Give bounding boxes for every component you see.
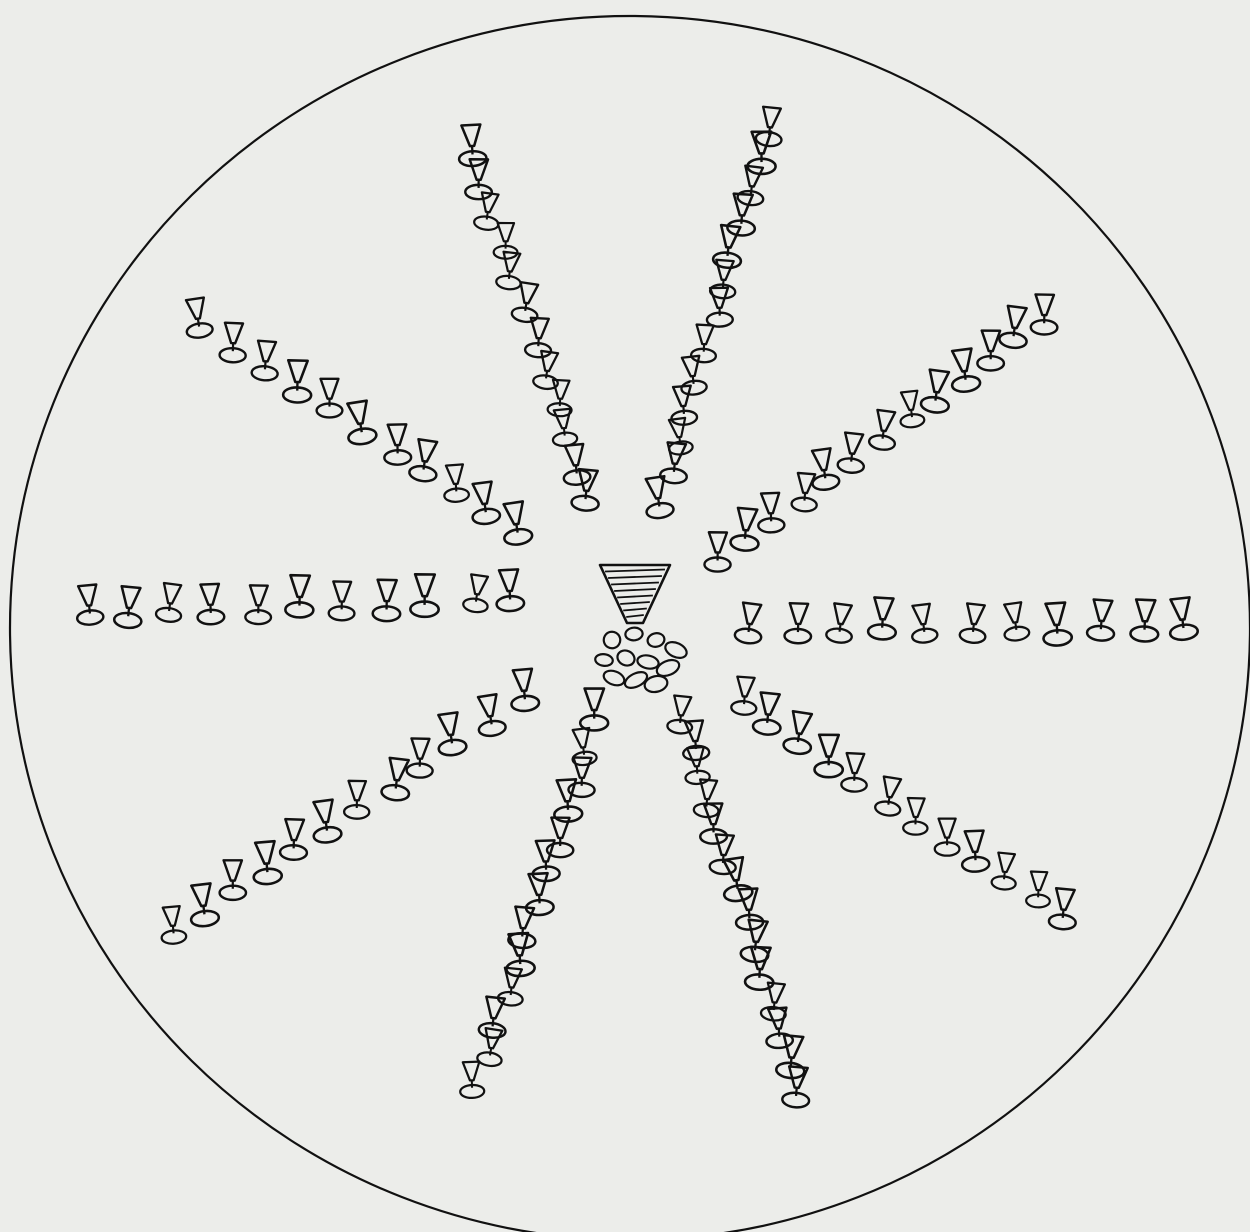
radial-figure bbox=[0, 0, 1250, 1232]
figure-stage bbox=[0, 0, 1250, 1232]
